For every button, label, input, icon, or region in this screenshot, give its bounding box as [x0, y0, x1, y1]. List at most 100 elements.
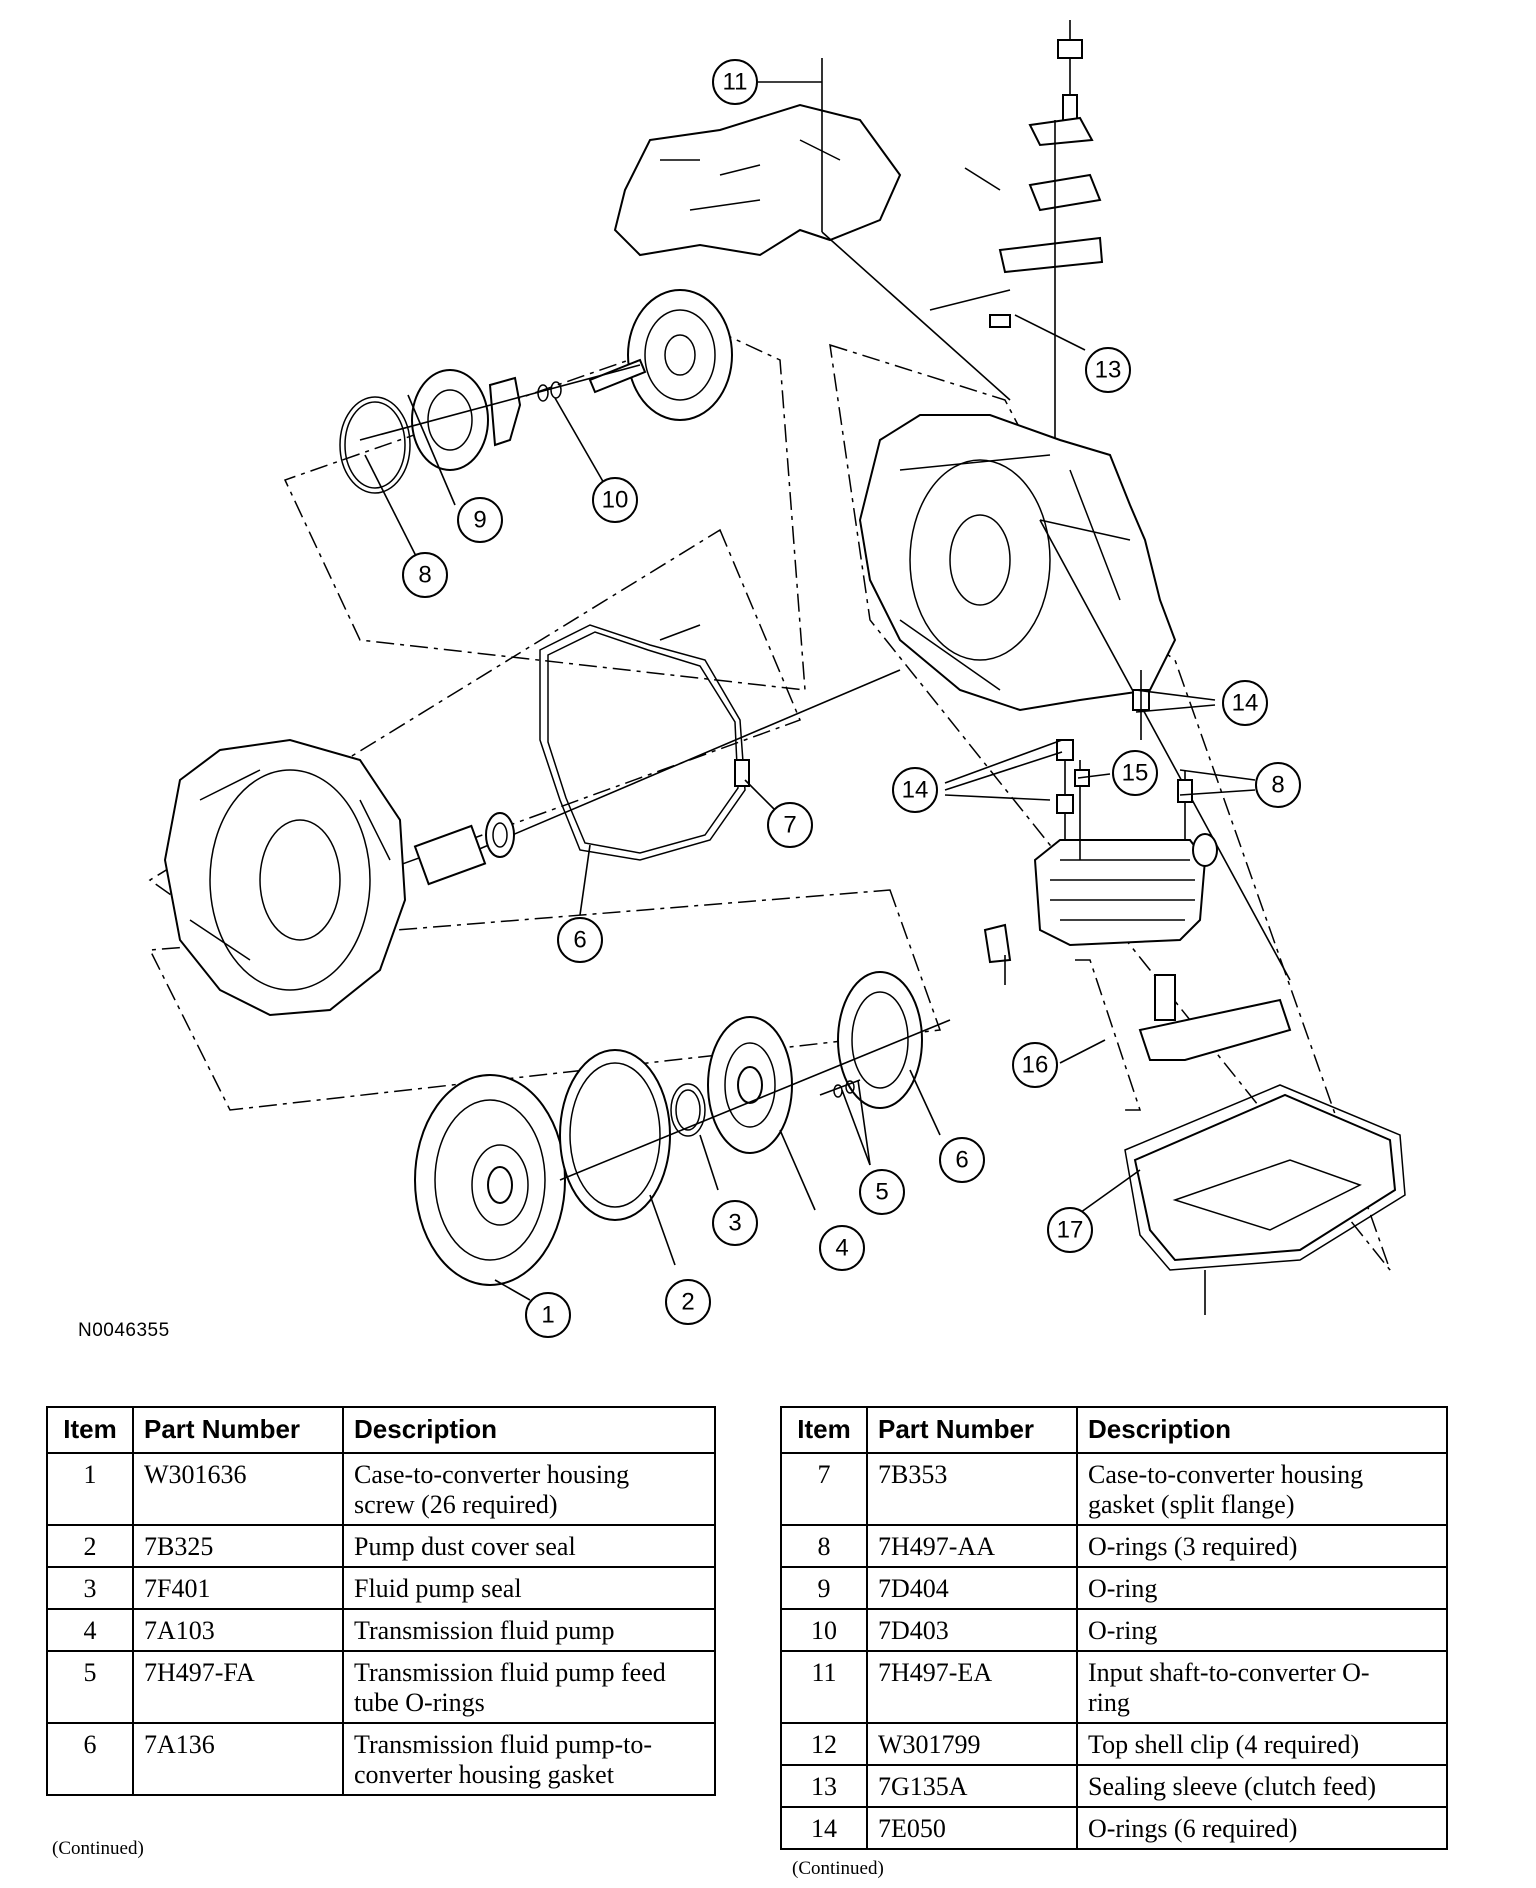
cell-part: 7B353 [866, 1452, 1078, 1526]
cell-item: 10 [780, 1608, 868, 1652]
svg-text:8: 8 [1271, 772, 1284, 799]
cell-desc: Transmission fluid pump-to-converter hou… [342, 1722, 716, 1796]
cell-part: W301799 [866, 1722, 1078, 1766]
cell-part: 7H497-EA [866, 1650, 1078, 1724]
callout-4: 4 [819, 1225, 865, 1271]
cell-desc: Input shaft-to-converter O-ring [1076, 1650, 1448, 1724]
exploded-view-diagram: 11 13 10 9 8 7 6 14 14 15 8 16 17 6 5 4 … [148, 20, 1406, 1338]
cell-item: 4 [46, 1608, 134, 1652]
svg-text:16: 16 [1022, 1052, 1049, 1079]
group-outline-housing [148, 889, 942, 1111]
transmission-case [858, 414, 1177, 712]
cell-part: 7G135A [866, 1764, 1078, 1808]
cell-part: 7F401 [132, 1566, 344, 1610]
cell-item: 13 [780, 1764, 868, 1808]
fluid-pan [1133, 1093, 1397, 1262]
cell-desc: Transmission fluid pump feed tube O-ring… [342, 1650, 716, 1724]
thrust-washer [488, 376, 522, 447]
cell-desc: O-rings (6 required) [1076, 1806, 1448, 1850]
svg-text:14: 14 [902, 777, 929, 804]
cell-desc: Sealing sleeve (clutch feed) [1076, 1764, 1448, 1808]
svg-text:14: 14 [1232, 690, 1259, 717]
cell-desc: Transmission fluid pump [342, 1608, 716, 1652]
callout-2: 2 [665, 1279, 711, 1325]
cell-part: 7H497-FA [132, 1650, 344, 1724]
callout-14-left: 14 [892, 767, 938, 813]
svg-text:1: 1 [541, 1302, 554, 1329]
cell-item: 3 [46, 1566, 134, 1610]
cell-desc: O-ring [1076, 1608, 1448, 1652]
cell-desc: Top shell clip (4 required) [1076, 1722, 1448, 1766]
cell-item: 6 [46, 1722, 134, 1796]
cell-desc: O-ring [1076, 1566, 1448, 1610]
cell-item: 11 [780, 1650, 868, 1724]
svg-text:6: 6 [955, 1147, 968, 1174]
valve-body [1033, 839, 1207, 947]
svg-text:7: 7 [783, 812, 796, 839]
top-shell [613, 103, 902, 257]
cell-desc: Pump dust cover seal [342, 1524, 716, 1568]
input-seal [485, 812, 515, 858]
cell-item: 7 [780, 1452, 868, 1526]
callout-17: 17 [1047, 1207, 1093, 1253]
callout-10: 9 [457, 497, 503, 543]
cell-item: 9 [780, 1566, 868, 1610]
cell-part: 7B325 [132, 1524, 344, 1568]
callout-7: 6 [557, 917, 603, 963]
o-ring-9 [339, 396, 411, 494]
svg-text:2: 2 [681, 1289, 694, 1316]
cell-item: 14 [780, 1806, 868, 1850]
callout-8-right: 8 [1255, 762, 1301, 808]
cell-item: 8 [780, 1524, 868, 1568]
svg-text:4: 4 [835, 1235, 848, 1262]
cell-item: 2 [46, 1524, 134, 1568]
fluid-pump-seal [670, 1083, 706, 1137]
cell-desc: Case-to-converter housing gasket (split … [1076, 1452, 1448, 1526]
group-outline-case [829, 343, 1391, 1271]
cell-desc: Case-to-converter housing screw (26 requ… [342, 1452, 716, 1526]
callout-9: 8 [402, 552, 448, 598]
callout-8-left: 7 [767, 802, 813, 848]
callout-11: 10 [592, 477, 638, 523]
cell-part: W301636 [132, 1452, 344, 1526]
pump-gasket [837, 971, 923, 1109]
cell-part: 7H497-AA [866, 1524, 1078, 1568]
fluid-filter [1138, 998, 1292, 1061]
case-gasket [539, 624, 746, 861]
svg-text:11: 11 [723, 69, 748, 96]
figure-id: N0046355 [78, 1320, 170, 1341]
cell-item: 5 [46, 1650, 134, 1724]
svg-text:13: 13 [1095, 357, 1122, 384]
callout-13: 13 [1085, 347, 1131, 393]
callout-6: 6 [939, 1137, 985, 1183]
cell-part: 7E050 [866, 1806, 1078, 1850]
svg-text:6: 6 [573, 927, 586, 954]
svg-text:17: 17 [1057, 1217, 1084, 1244]
svg-text:3: 3 [728, 1210, 741, 1237]
cell-part: 7A103 [132, 1608, 344, 1652]
pan-gasket [1124, 1084, 1406, 1271]
svg-text:5: 5 [875, 1179, 888, 1206]
cell-part: 7D404 [866, 1566, 1078, 1610]
callout-15: 15 [1112, 750, 1158, 796]
sensor [983, 923, 1012, 964]
shift-linkage [929, 20, 1104, 440]
group-outline-filter [1075, 959, 1142, 1111]
gear-large [627, 289, 733, 421]
callout-16: 16 [1012, 1042, 1058, 1088]
svg-text:10: 10 [602, 487, 629, 514]
header-description: Description [342, 1406, 716, 1454]
header-item: Item [46, 1406, 134, 1454]
callout-3: 3 [712, 1200, 758, 1246]
